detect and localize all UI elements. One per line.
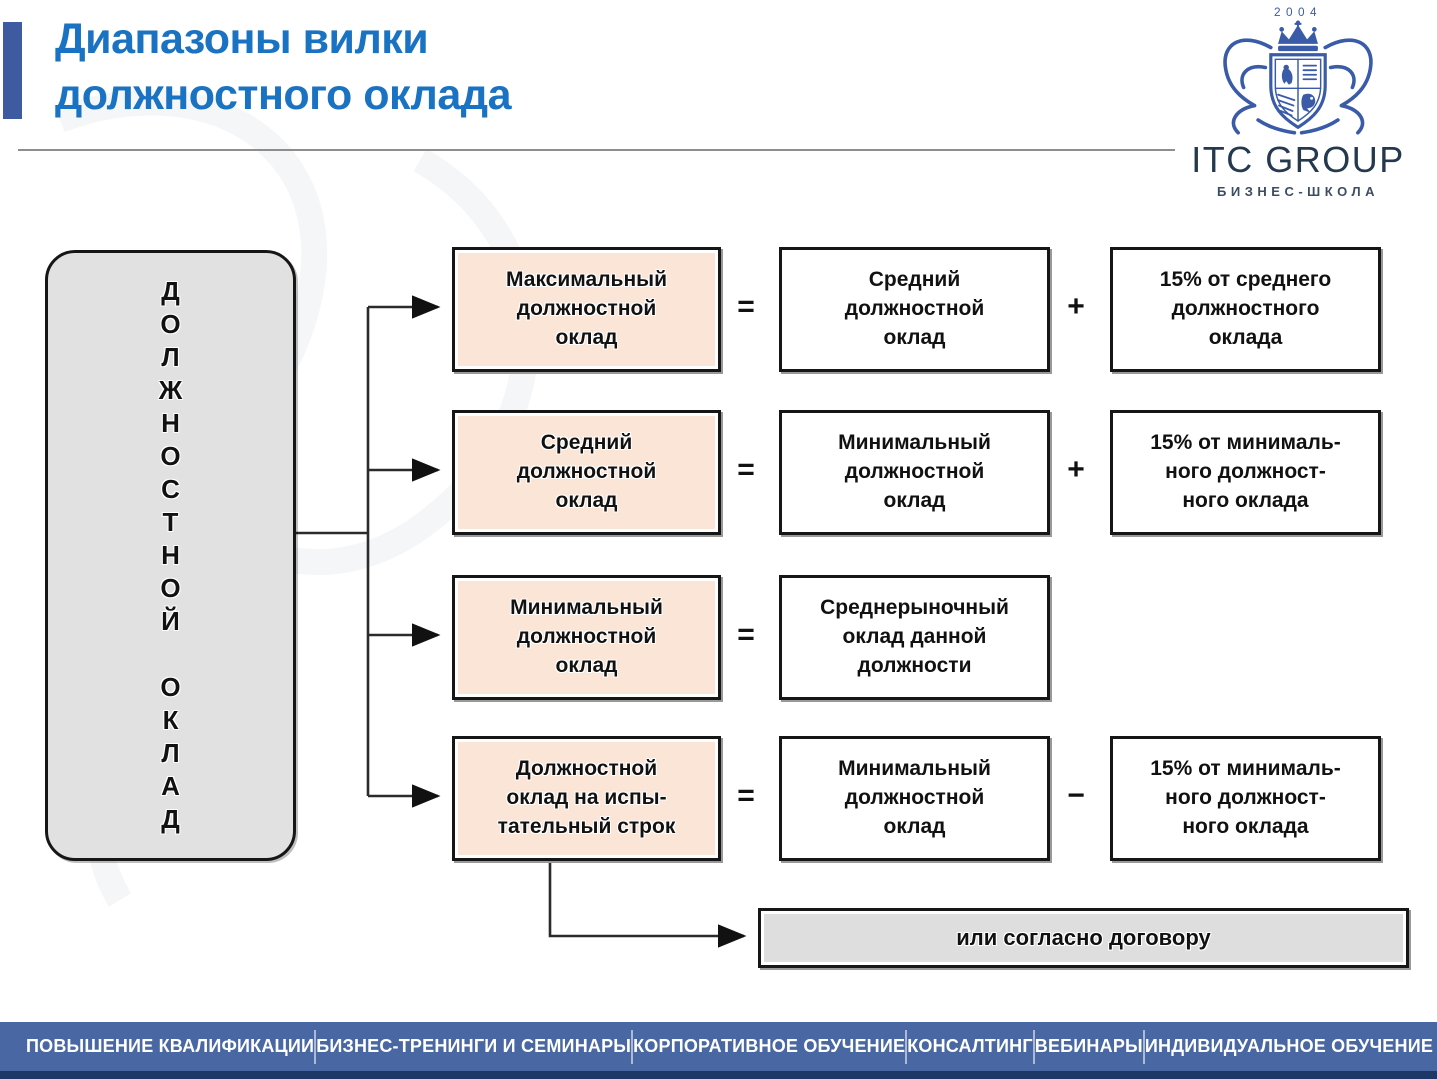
footer-item-trainings: БИЗНЕС-ТРЕНИНГИ И СЕМИНАРЫ [316,1036,632,1056]
footer-item-qualification: ПОВЫШЕНИЕ КВАЛИФИКАЦИИ [26,1036,315,1056]
box-max-salary: Максимальный должностной оклад [452,247,721,372]
box-15pct-of-average: 15% от среднего должностного оклада [1110,247,1381,372]
root-box-salary: Д О Л Ж Н О С Т Н О Й О К Л А Д [45,250,296,861]
footer-divider [314,1029,317,1064]
logo-subtitle: БИЗНЕС-ШКОЛА [1217,184,1379,199]
root-box-label: Д О Л Ж Н О С Т Н О Й О К Л А Д [158,276,183,834]
operator-equals-row1: = [737,289,755,323]
box-avg-salary: Средний должностной оклад [452,410,721,535]
footer-divider [1142,1029,1145,1064]
footer-item-corporate: КОРПОРАТИВНОЕ ОБУЧЕНИЕ [633,1036,906,1056]
footer-divider [1032,1029,1035,1064]
footer-item-individual: ИНДИВИДУАЛЬНОЕ ОБУЧЕНИЕ [1144,1036,1434,1056]
operator-equals-row3: = [737,617,755,651]
page-title-line1: Диапазоны вилки [55,15,429,63]
operator-equals-row4: = [737,778,755,812]
arrow-alternative [548,858,747,948]
company-logo: 2004 [1173,4,1423,199]
box-market-salary: Среднерыночный оклад данной должности [779,575,1050,700]
operator-minus-row4: − [1067,778,1085,812]
operator-plus-row1: + [1067,289,1085,323]
footer-accent-strip [0,1071,1437,1079]
box-min-salary-operand-row4: Минимальный должностной оклад [779,736,1050,861]
page-title-line2: должностного оклада [55,70,511,119]
footer-item-webinars: ВЕБИНАРЫ [1034,1036,1143,1056]
box-alternative-contract: или согласно договору [758,908,1409,968]
title-divider [18,149,1175,151]
footer-item-consulting: КОНСАЛТИНГ [907,1036,1033,1056]
box-probation-salary: Должностной оклад на испы- тательный стр… [452,736,721,861]
logo-year: 2004 [1274,6,1322,19]
box-15pct-of-minimum-row4: 15% от минималь- ного должност- ного окл… [1110,736,1381,861]
box-min-salary: Минимальный должностной оклад [452,575,721,700]
footer-bar: ПОВЫШЕНИЕ КВАЛИФИКАЦИИ БИЗНЕС-ТРЕНИНГИ И… [0,1022,1437,1071]
operator-plus-row2: + [1067,452,1085,486]
box-avg-salary-operand: Средний должностной оклад [779,247,1050,372]
operator-equals-row2: = [737,452,755,486]
logo-name: ITC GROUP [1191,139,1405,180]
box-min-salary-operand-row2: Минимальный должностной оклад [779,410,1050,535]
footer-divider [631,1029,634,1064]
box-15pct-of-minimum-row2: 15% от минималь- ного должност- ного окл… [1110,410,1381,535]
title-accent-bar [3,22,22,119]
footer-divider [905,1029,908,1064]
crest-icon: 2004 [1223,6,1373,135]
page-title: Диапазоны вилки должностного оклада [55,12,511,124]
